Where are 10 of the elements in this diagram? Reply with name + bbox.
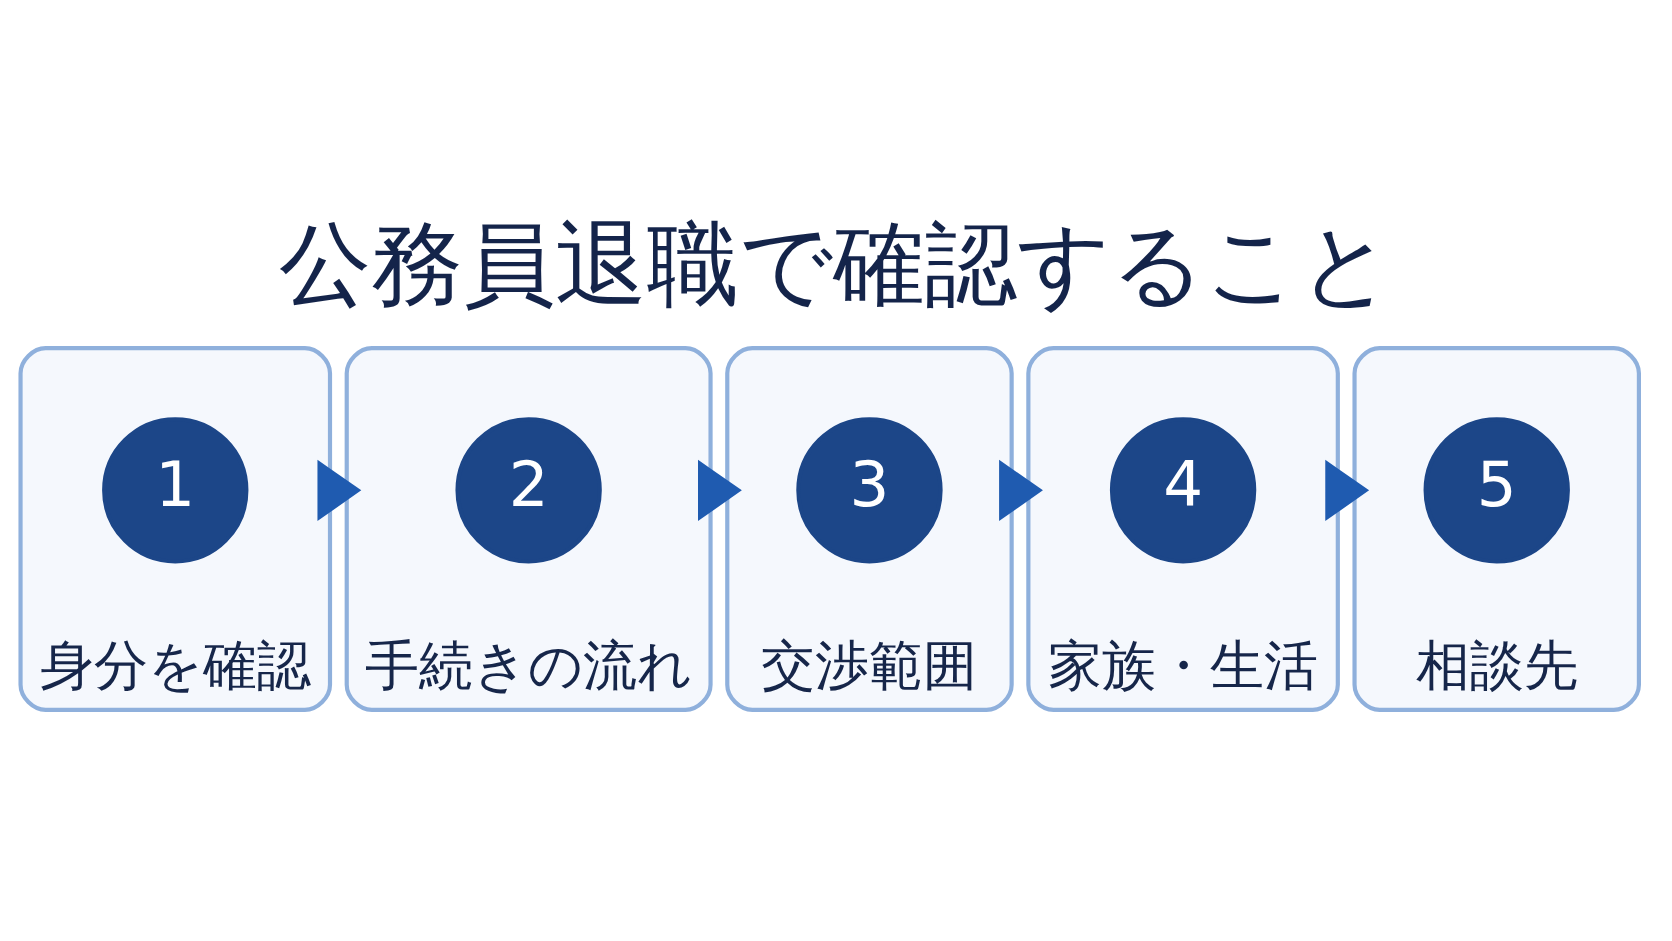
- arrow: [1325, 459, 1370, 522]
- arrow: [999, 459, 1043, 522]
- arrow: [698, 459, 742, 522]
- node-circle: 3: [796, 417, 943, 564]
- node-circle: 4: [1109, 417, 1257, 564]
- arrow: [317, 459, 362, 522]
- node-circle: 5: [1423, 417, 1570, 564]
- node-circle: 2: [455, 417, 602, 564]
- diagram-title: 公務員退職で確認すること: [279, 211, 1393, 319]
- node-circle: 1: [102, 417, 249, 564]
